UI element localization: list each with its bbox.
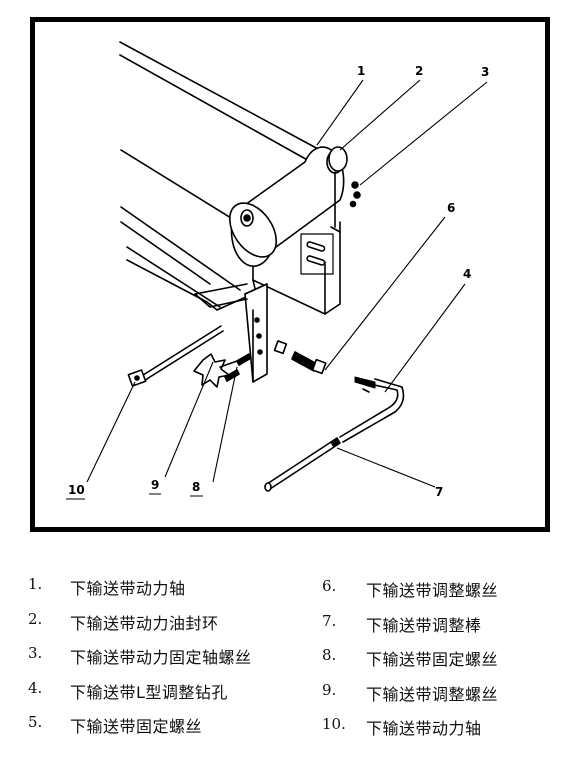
legend-column-right: 6. 下输送带调整螺丝 7. 下输送带调整棒 8. 下输送带固定螺丝 9. 下输… — [322, 577, 498, 750]
callout-10: 10 — [68, 483, 85, 497]
legend-label: 下输送带动力轴 — [70, 579, 186, 598]
callout-6: 6 — [447, 201, 455, 215]
legend-item: 9. 下输送带调整螺丝 — [322, 681, 498, 716]
legend-number: 6. — [322, 577, 337, 595]
callout-4: 4 — [463, 267, 471, 281]
parts-legend: 1. 下输送带动力轴 2. 下输送带动力油封环 3. 下输送带动力固定轴螺丝 4… — [0, 575, 571, 765]
callout-3: 3 — [481, 65, 489, 79]
legend-number: 10. — [322, 715, 346, 733]
callout-1: 1 — [357, 64, 365, 78]
fixing-screws — [349, 181, 361, 208]
legend-item: 1. 下输送带动力轴 — [28, 575, 252, 610]
legend-label: 下输送带动力固定轴螺丝 — [70, 648, 252, 667]
diagram-frame: 1 2 3 6 4 7 8 9 10 — [30, 17, 550, 532]
l-shaped-rod — [339, 376, 405, 443]
legend-number: 3. — [28, 644, 43, 662]
callout-7: 7 — [435, 485, 443, 499]
legend-item: 6. 下输送带调整螺丝 — [322, 577, 498, 612]
legend-item: 2. 下输送带动力油封环 — [28, 610, 252, 645]
conveyor-frame — [119, 41, 321, 311]
legend-number: 2. — [28, 609, 43, 628]
legend-item: 4. 下输送带L型调整钻孔 — [28, 679, 252, 714]
callout-9: 9 — [151, 478, 159, 492]
legend-column-left: 1. 下输送带动力轴 2. 下输送带动力油封环 3. 下输送带动力固定轴螺丝 4… — [28, 575, 252, 748]
legend-label: 下输送带调整螺丝 — [366, 684, 499, 704]
callout-2: 2 — [415, 64, 423, 78]
legend-label: 下输送带固定螺丝 — [70, 717, 203, 736]
legend-item: 8. 下输送带固定螺丝 — [322, 646, 498, 681]
exploded-parts-drawing: 1 2 3 6 4 7 8 9 10 — [66, 41, 489, 500]
legend-item: 5. 下输送带固定螺丝 — [28, 713, 252, 748]
side-plate — [252, 221, 341, 315]
small-screws — [224, 353, 252, 382]
legend-number: 9. — [322, 680, 337, 699]
legend-item: 3. 下输送带动力固定轴螺丝 — [28, 644, 252, 679]
legend-label: 下输送带调整螺丝 — [366, 581, 499, 600]
legend-number: 7. — [322, 611, 337, 630]
legend-item: 10. 下输送带动力轴 — [322, 715, 498, 750]
adjusting-rod — [264, 437, 341, 492]
seal-ring — [328, 146, 348, 172]
legend-number: 4. — [28, 678, 43, 697]
legend-number: 1. — [28, 575, 43, 593]
legend-label: 下输送带动力油封环 — [70, 613, 219, 633]
legend-label: 下输送带固定螺丝 — [366, 650, 499, 669]
legend-label: 下输送带调整棒 — [366, 615, 482, 635]
star-knob — [193, 353, 241, 388]
legend-number: 5. — [28, 713, 43, 731]
legend-item: 7. 下输送带调整棒 — [322, 612, 498, 647]
legend-label: 下输送带动力轴 — [366, 719, 482, 738]
adjusting-screw — [273, 340, 327, 375]
lever-rod — [127, 325, 224, 387]
l-bracket — [194, 283, 268, 383]
legend-number: 8. — [322, 646, 337, 664]
legend-label: 下输送带L型调整钻孔 — [70, 682, 228, 702]
callout-8: 8 — [192, 480, 200, 494]
